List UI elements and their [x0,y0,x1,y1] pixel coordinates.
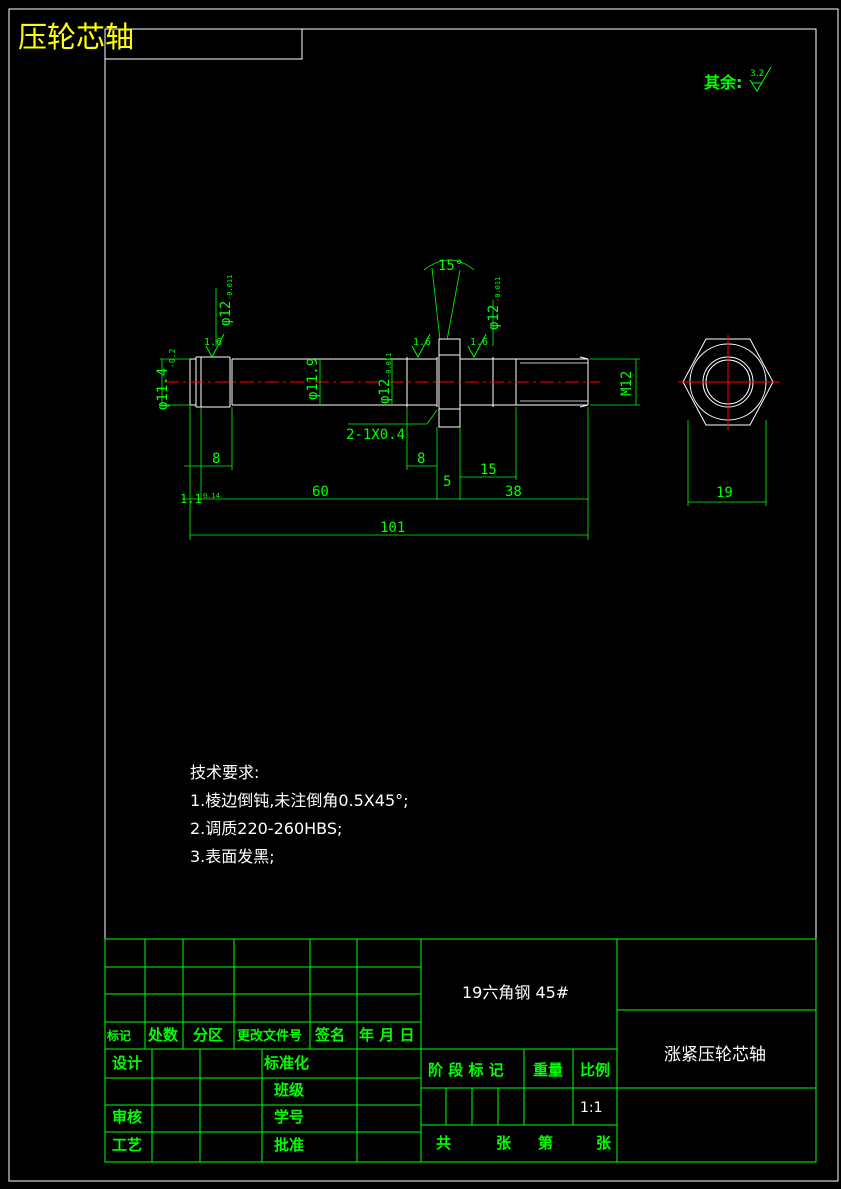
dim-len-1-tol: 0.14 [203,492,220,500]
dim-hex-size: 19 [716,485,733,501]
title-block [104,938,817,1163]
title-tab [104,28,303,60]
scale-value: 1:1 [580,1100,603,1116]
rev-header: 签名 [314,1026,345,1044]
tech-item: 3.表面发黑; [190,847,275,866]
roughness-symbol-icon [749,66,772,92]
roughness-1: 1.6 [204,337,222,348]
sign-row: 工艺 [112,1136,142,1154]
roughness-3: 1.6 [470,337,488,348]
tech-heading: 技术要求: [190,763,259,782]
dim-d-journal2: φ12 [377,379,393,404]
outer-frame [8,8,839,1182]
rev-header: 更改文件号 [237,1028,302,1044]
dim-chamfer: 2-1X0.4 [346,427,405,443]
sign-row: 审核 [112,1108,142,1126]
dim-d-journal3: φ12 [486,305,502,330]
dim-d-journal2-tol: -0.011 [385,353,393,378]
stage-header: 重量 [533,1061,563,1079]
roughness-2: 1.6 [413,337,431,348]
tech-item: 1.棱边倒钝,未注倒角0.5X45°; [190,791,409,810]
dim-angle: 15° [438,258,463,274]
dim-len-5: 5 [443,474,451,490]
dim-len-38: 38 [505,484,522,500]
roughness-value: 3.2 [750,69,764,79]
material-text: 19六角钢 45# [462,983,569,1002]
sheet-label: 张 [496,1134,512,1152]
drawing-title: 压轮芯轴 [18,20,134,54]
rev-header: 分区 [193,1026,223,1044]
dim-d-journal3-tol: -0.011 [494,277,502,302]
dim-thread: M12 [619,371,635,396]
dim-d-journal1: φ12 [218,301,234,326]
roughness-label: 其余: [704,73,742,92]
dim-len-101: 101 [380,520,405,536]
sign-row: 设计 [112,1054,142,1072]
rev-header: 标记 [106,1028,131,1043]
tech-item: 2.调质220-260HBS; [190,819,342,838]
stage-header: 比例 [580,1061,610,1079]
std-label: 班级 [274,1081,305,1099]
dim-len-15: 15 [480,462,497,478]
hex-dimension [687,420,767,506]
part-name: 涨紧压轮芯轴 [664,1045,766,1065]
tech-requirements: 技术要求: 1.棱边倒钝,未注倒角0.5X45°; 2.调质220-260HBS… [190,763,409,866]
rev-header: 年 月 日 [359,1026,414,1044]
std-label: 学号 [274,1108,304,1126]
dim-d-left: φ11.4 [155,368,171,410]
dimension-lines [160,259,640,540]
inner-frame [104,28,817,1163]
sheet-label: 张 [596,1134,612,1152]
dim-d-journal1-tol: -0.011 [226,275,234,300]
std-label: 批准 [274,1136,304,1154]
roughness-mark-icon [205,333,487,359]
stage-header: 阶 段 标 记 [428,1061,504,1079]
std-label: 标准化 [263,1054,309,1072]
dim-d-left-tol: -0.2 [168,349,177,368]
dim-len-8b: 8 [417,451,425,467]
dim-len-60: 60 [312,484,329,500]
sheet-label: 共 [436,1134,451,1152]
dim-len-8a: 8 [212,451,220,467]
dim-len-1: 1.1 [180,492,202,506]
dim-d-main: φ11.9 [305,358,321,400]
rev-header: 处数 [147,1026,179,1044]
sheet-label: 第 [538,1134,553,1152]
